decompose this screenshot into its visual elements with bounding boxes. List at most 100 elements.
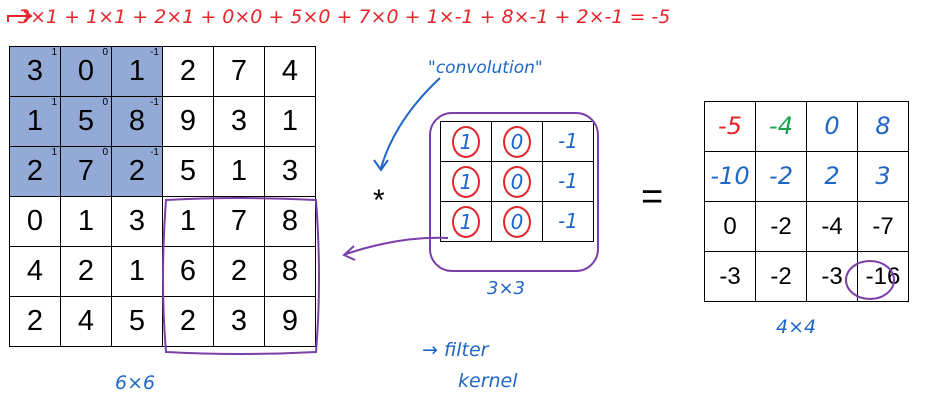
output-cell: -2 xyxy=(755,151,807,202)
input-cell: 4 xyxy=(60,296,112,347)
input-cell-value: 3 xyxy=(230,105,248,137)
filter-note-line1: → filter xyxy=(422,339,489,361)
input-cell: 8 xyxy=(264,246,316,297)
filter-note-line2: kernel xyxy=(458,370,518,392)
input-cell-value: 1 xyxy=(281,105,299,137)
output-cell-value: 0 xyxy=(723,212,737,240)
input-cell: 1 xyxy=(60,196,112,247)
input-cell-value: 5 xyxy=(128,305,146,337)
filter-weight-label: 0 xyxy=(102,47,108,58)
output-cell-value: 3 xyxy=(875,162,891,190)
input-cell: 1 xyxy=(264,96,316,147)
filter-weight-label: 0 xyxy=(102,147,108,158)
input-cell-value: 2 xyxy=(179,55,197,87)
input-cell: 9 xyxy=(264,296,316,347)
input-cell-value: 7 xyxy=(77,155,95,187)
output-cell-value: -2 xyxy=(770,262,792,290)
filter-cell: 0 xyxy=(491,201,543,242)
equation-annotation: 3×1 + 1×1 + 2×1 + 0×0 + 5×0 + 7×0 + 1×-1… xyxy=(18,6,671,28)
output-cell-value: -2 xyxy=(769,162,793,190)
output-cell-value: 2 xyxy=(824,162,840,190)
filter-cell-value: -1 xyxy=(558,129,578,153)
output-cell-value: -10 xyxy=(710,162,750,190)
output-row: 0 -2 -4 -7 xyxy=(704,201,909,252)
input-cell: 3 xyxy=(213,96,265,147)
convolution-operator: * xyxy=(373,184,385,217)
output-cell-value: 8 xyxy=(875,112,891,140)
output-cell: 0 xyxy=(704,201,756,252)
input-cell: 3 xyxy=(213,296,265,347)
input-cell-value: 8 xyxy=(128,105,146,137)
filter-cell-value: 0 xyxy=(503,165,531,198)
output-cell: -3 xyxy=(806,251,858,302)
filter-cell: 1 xyxy=(440,121,492,162)
input-cell-value: 5 xyxy=(77,105,95,137)
filter-cell: 0 xyxy=(491,121,543,162)
output-cell: -2 xyxy=(755,251,807,302)
input-cell: 2-1 xyxy=(111,146,163,197)
output-cell-value: 0 xyxy=(824,112,840,140)
filter-cell-value: -1 xyxy=(558,209,578,233)
filter-weight-label: -1 xyxy=(150,97,159,108)
output-cell-value: -3 xyxy=(821,262,843,290)
filter-cell: -1 xyxy=(542,121,594,162)
input-cell-value: 2 xyxy=(128,155,146,187)
input-cell-value: 1 xyxy=(230,155,248,187)
input-cell-value: 1 xyxy=(128,255,146,287)
input-cell: 8 xyxy=(264,196,316,247)
filter-cell-value: 1 xyxy=(452,165,480,198)
output-row: -10 -2 2 3 xyxy=(704,151,909,202)
input-cell: 6 xyxy=(162,246,214,297)
input-cell-value: 8 xyxy=(281,255,299,287)
equals-sign: = xyxy=(641,176,664,218)
input-cell-value: 1 xyxy=(77,205,95,237)
output-cell-value: -2 xyxy=(770,212,792,240)
output-cell: 3 xyxy=(857,151,909,202)
input-cell: 1 -1 xyxy=(111,46,163,97)
input-cell-value: 7 xyxy=(230,55,248,87)
input-cell: 2 xyxy=(9,296,61,347)
filter-cell-value: 1 xyxy=(452,125,480,158)
input-size-label: 6×6 xyxy=(115,372,156,394)
output-cell: -16 xyxy=(857,251,909,302)
input-cell: 7 xyxy=(213,46,265,97)
input-cell-value: 5 xyxy=(179,155,197,187)
input-cell-value: 4 xyxy=(77,305,95,337)
input-cell: 9 xyxy=(162,96,214,147)
input-cell: 1 xyxy=(111,246,163,297)
input-cell-value: 2 xyxy=(26,305,44,337)
input-cell-value: 3 xyxy=(26,55,44,87)
input-cell-value: 1 xyxy=(128,55,146,87)
convolution-label: "convolution" xyxy=(428,58,543,78)
input-cell-value: 1 xyxy=(26,105,44,137)
input-cell: 4 xyxy=(9,246,61,297)
filter-weight-label: 0 xyxy=(102,97,108,108)
output-cell-value: -16 xyxy=(865,262,901,290)
output-row: -3-2-3-16 xyxy=(704,251,909,302)
input-cell-value: 8 xyxy=(281,205,299,237)
input-cell-value: 0 xyxy=(77,55,95,87)
filter-weight-label: 1 xyxy=(51,147,57,158)
input-cell: 1 xyxy=(213,146,265,197)
input-cell-value: 7 xyxy=(230,205,248,237)
output-cell-value: -7 xyxy=(872,212,894,240)
input-cell-value: 2 xyxy=(179,305,197,337)
filter-weight-label: -1 xyxy=(150,47,159,58)
output-cell: 2 xyxy=(806,151,858,202)
output-cell-value: -4 xyxy=(821,212,843,240)
output-size-label: 4×4 xyxy=(776,316,817,338)
input-cell-value: 9 xyxy=(179,105,197,137)
filter-size-label: 3×3 xyxy=(487,278,525,299)
filter-cell-value: 0 xyxy=(503,205,531,238)
input-cell: 7 xyxy=(213,196,265,247)
input-cell: 4 xyxy=(264,46,316,97)
